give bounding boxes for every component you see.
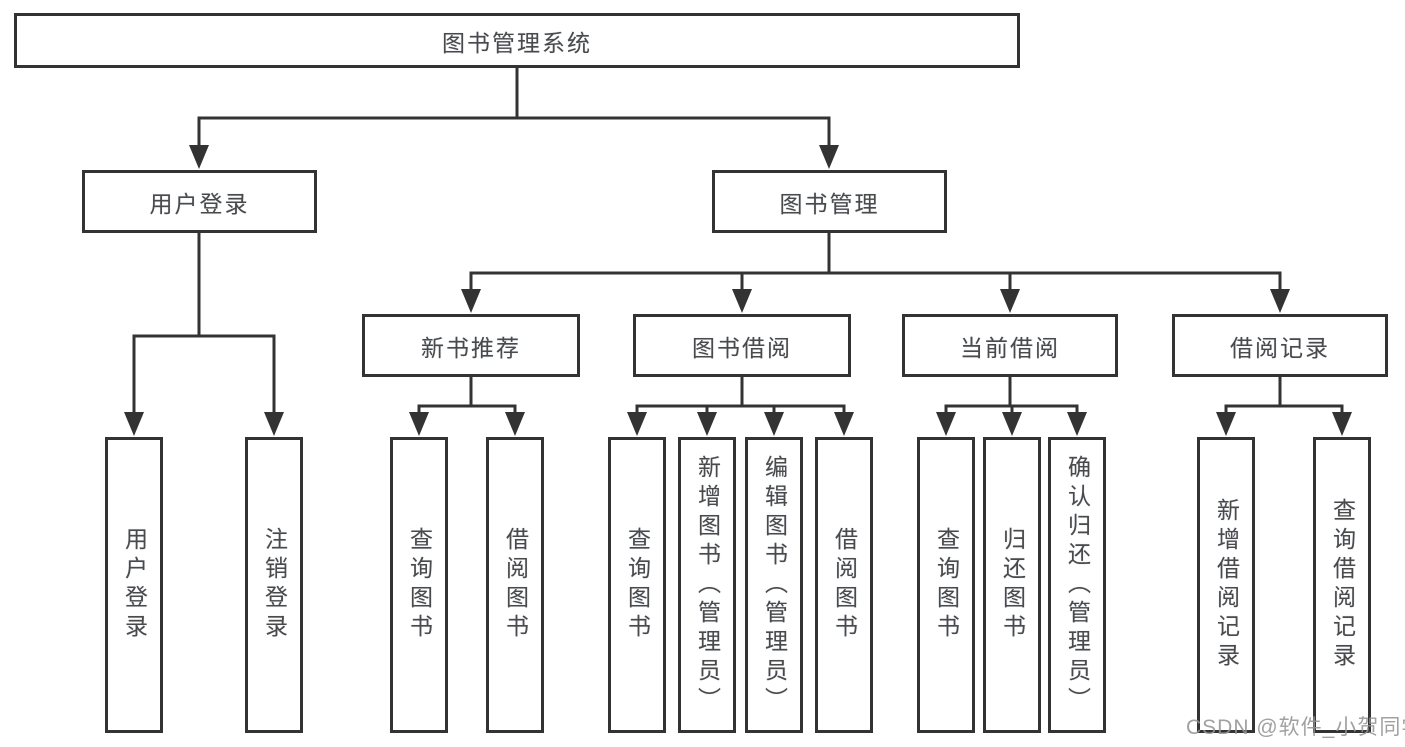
node-label: 查询图书 <box>406 527 433 643</box>
node-label: 图书管理 <box>779 190 880 217</box>
node-borrow-records: 借阅记录 <box>1172 314 1388 377</box>
node-label: 借阅记录 <box>1230 334 1330 361</box>
node-label: 查询图书 <box>624 527 651 643</box>
arrowhead-icon <box>1270 289 1290 313</box>
arrowhead-icon <box>409 412 429 436</box>
node-user-login: 用户登录 <box>105 437 163 733</box>
node-label: 归还图书 <box>999 527 1026 643</box>
node-br-add-record: 新增借阅记录 <box>1197 437 1255 733</box>
node-user-login-group: 用户登录 <box>82 170 317 233</box>
node-book-borrowing: 图书借阅 <box>633 314 851 377</box>
node-nb-query-books: 查询图书 <box>390 437 448 733</box>
node-label: 借阅图书 <box>502 527 529 643</box>
arrowhead-icon <box>697 412 717 436</box>
arrowhead-icon <box>461 289 481 313</box>
arrowhead-icon <box>1000 289 1020 313</box>
node-label: 新书推荐 <box>421 334 521 361</box>
node-label: 当前借阅 <box>960 334 1060 361</box>
node-book-management: 图书管理 <box>712 170 947 233</box>
node-cb-confirm-return-admin: 确认归还（管理员） <box>1048 437 1106 733</box>
node-label: 图书借阅 <box>692 334 792 361</box>
node-bb-borrow-books: 借阅图书 <box>815 437 873 733</box>
arrowhead-icon <box>764 412 784 436</box>
node-label: 新增图书（管理员） <box>694 454 721 716</box>
arrowhead-icon <box>1067 412 1087 436</box>
node-cb-query-books: 查询图书 <box>917 437 975 733</box>
arrowhead-icon <box>264 412 284 436</box>
arrowhead-icon <box>189 145 209 169</box>
node-logout: 注销登录 <box>245 437 303 733</box>
node-bb-edit-books-admin: 编辑图书（管理员） <box>745 437 803 733</box>
node-bb-add-books-admin: 新增图书（管理员） <box>678 437 736 733</box>
node-bb-query-books: 查询图书 <box>608 437 666 733</box>
node-system-root: 图书管理系统 <box>14 13 1020 68</box>
node-label: 查询图书 <box>933 527 960 643</box>
node-label: 用户登录 <box>149 190 250 217</box>
arrowhead-icon <box>627 412 647 436</box>
arrowhead-icon <box>1002 412 1022 436</box>
node-label: 确认归还（管理员） <box>1064 454 1091 716</box>
node-current-borrowing: 当前借阅 <box>902 314 1118 377</box>
node-label: 用户登录 <box>121 527 148 643</box>
arrowhead-icon <box>834 412 854 436</box>
node-new-book-recommend: 新书推荐 <box>362 314 580 377</box>
node-label: 编辑图书（管理员） <box>761 454 788 716</box>
node-label: 查询借阅记录 <box>1329 498 1356 672</box>
arrowhead-icon <box>1216 412 1236 436</box>
arrowhead-icon <box>1332 412 1352 436</box>
arrowhead-icon <box>505 412 525 436</box>
arrowhead-icon <box>819 145 839 169</box>
node-label: 图书管理系统 <box>442 29 592 56</box>
arrowhead-icon <box>732 289 752 313</box>
arrowhead-icon <box>124 412 144 436</box>
arrowhead-icon <box>936 412 956 436</box>
node-nb-borrow-books: 借阅图书 <box>486 437 544 733</box>
csdn-watermark: CSDN @软件_小贺同学 <box>1186 716 1405 739</box>
node-label: 借阅图书 <box>831 527 858 643</box>
node-label: 注销登录 <box>261 527 288 643</box>
node-cb-return-books: 归还图书 <box>983 437 1041 733</box>
node-label: 新增借阅记录 <box>1213 498 1240 672</box>
node-br-query-record: 查询借阅记录 <box>1313 437 1371 733</box>
